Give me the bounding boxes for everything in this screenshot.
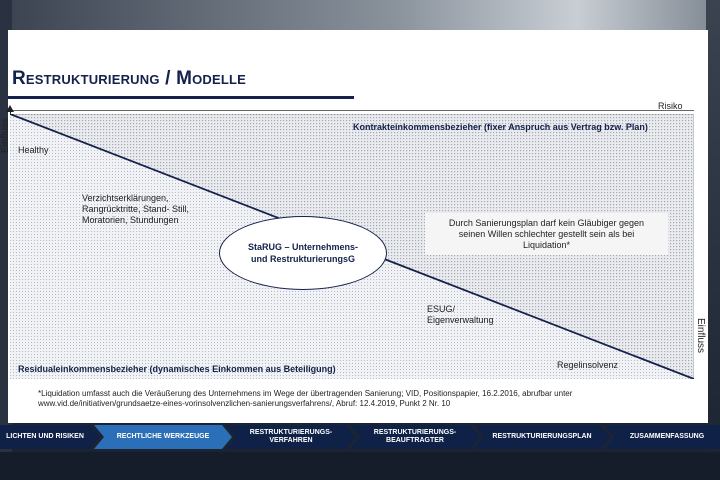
footnote: *Liquidation umfasst auch die Veräußerun…	[38, 389, 573, 408]
healthy-label: Healthy	[18, 145, 49, 155]
residual-income-label: Residualeinkommensbezieher (dynamisches …	[18, 364, 336, 374]
contract-income-label: Kontrakteinkommensbezieher (fixer Anspru…	[353, 122, 648, 132]
stage-measures-text: Verzichtserklärungen, Rangrücktritte, St…	[82, 193, 190, 225]
slide-canvas: Restrukturierung / Modelle Risiko Einflu…	[0, 30, 708, 423]
risk-label: Risiko	[658, 101, 683, 111]
nav-item-restrukturierungsbeauftragter[interactable]: Restrukturierungs- beauftragter	[350, 425, 480, 449]
slide-title: Restrukturierung / Modelle	[12, 68, 247, 89]
risk-axis	[10, 110, 694, 111]
esug-text: ESUG/ Eigenverwaltung	[427, 304, 494, 325]
nav-item-zusammenfassung[interactable]: Zusammenfassung	[604, 425, 720, 449]
influence-arrow-icon	[6, 105, 14, 112]
background-ceiling	[0, 0, 720, 30]
nav-item-rechtliche-werkzeuge[interactable]: Rechtliche Werkzeuge	[94, 425, 232, 449]
background-right-edge	[706, 0, 720, 480]
regelinsolvenz-label: Regelinsolvenz	[557, 360, 619, 370]
nav-item-chancen-risiken[interactable]: lichten und Risiken	[0, 425, 100, 449]
section-navigation: lichten und Risiken Rechtliche Werkzeuge…	[0, 425, 720, 449]
nav-item-restrukturierungsverfahren[interactable]: Restrukturierungs- verfahren	[226, 425, 356, 449]
starug-ellipse: StaRUG – Unternehmens- und Restrukturier…	[219, 216, 387, 290]
influence-label-right: Einfluss	[695, 317, 707, 354]
title-underline	[8, 96, 354, 99]
liquidation-callout: Durch Sanierungsplan darf kein Gläubiger…	[425, 213, 668, 255]
nav-item-restrukturierungsplan[interactable]: Restrukturierungsplan	[474, 425, 610, 449]
screen-bottom-strip	[0, 452, 720, 480]
